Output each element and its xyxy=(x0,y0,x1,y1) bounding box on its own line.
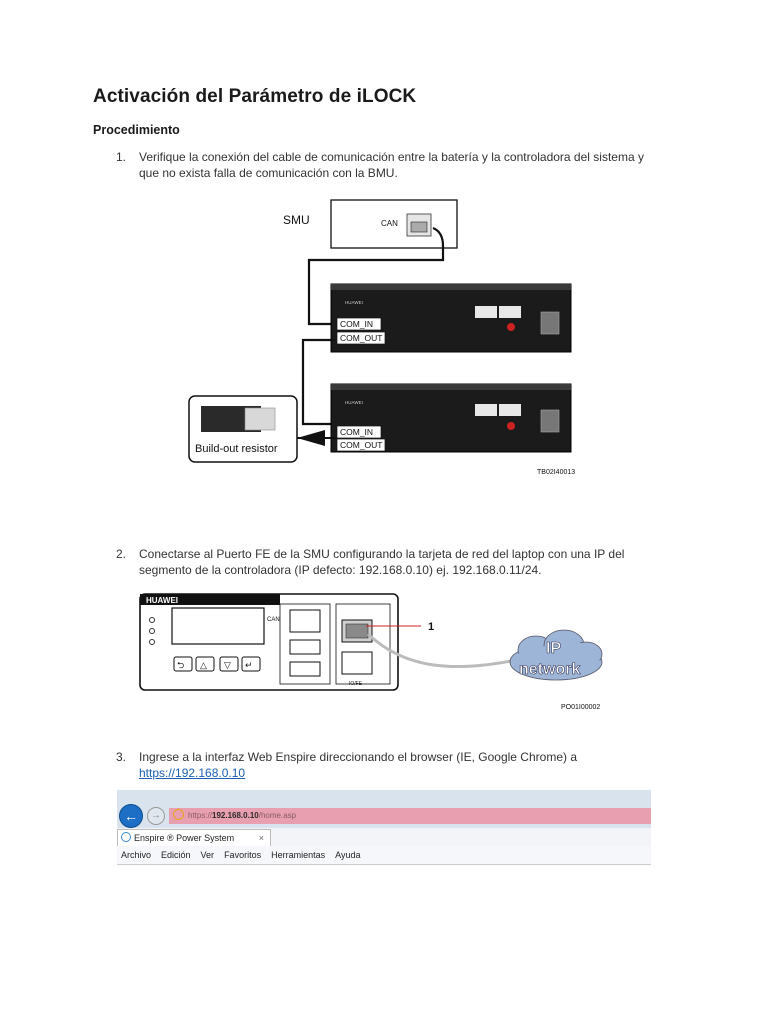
network-label-2: network xyxy=(519,661,580,678)
ip-network-cloud xyxy=(509,629,603,681)
lcd-display xyxy=(171,607,265,645)
up-key xyxy=(195,656,215,672)
svg-text:HUAWEI: HUAWEI xyxy=(345,400,363,405)
fe-port-label: IO/FE xyxy=(349,681,363,687)
battery-wiring-diagram: SMU CAN HUAWEI COM_IN COM_OUT HUAWEI COM… xyxy=(188,199,575,476)
can-port xyxy=(289,609,321,633)
smu-box xyxy=(330,199,458,249)
svg-text:△: △ xyxy=(200,660,207,670)
forward-arrow-icon: → xyxy=(151,810,161,821)
enspire-url-link[interactable]: https://192.168.0.10 xyxy=(139,765,246,780)
back-arrow-icon: ← xyxy=(124,808,138,824)
menu-herramientas[interactable]: Herramientas xyxy=(271,850,326,860)
battery-module-2 xyxy=(330,383,572,453)
page-title: Activación del Parámetro de iLOCK xyxy=(93,86,417,107)
usb-port-2 xyxy=(289,661,321,677)
svg-text:⮌: ⮌ xyxy=(177,660,184,670)
can-port-label: CAN xyxy=(267,617,280,623)
browser-tab[interactable]: Enspire ® Power System × xyxy=(117,829,271,846)
step-1: 1. Verifique la conexión del cable de co… xyxy=(116,150,656,181)
step-number: 2. xyxy=(116,547,127,561)
step-number: 1. xyxy=(116,150,127,164)
can-label: CAN xyxy=(381,219,398,228)
svg-text:COM_OUT: COM_OUT xyxy=(340,440,383,450)
svg-text:↵: ↵ xyxy=(245,660,253,670)
usb-port-1 xyxy=(289,639,321,655)
svg-text:COM_IN: COM_IN xyxy=(340,427,373,437)
tab-close-icon[interactable]: × xyxy=(258,833,264,843)
smu-brand: HUAWEI xyxy=(146,596,178,605)
figure-code: PO01I00002 xyxy=(561,704,600,711)
down-key xyxy=(219,656,239,672)
tab-favicon xyxy=(121,832,131,842)
menu-ayuda[interactable]: Ayuda xyxy=(335,850,361,860)
browser-screenshot: ← → https://192.168.0.10/home.asp Enspir… xyxy=(117,790,651,865)
step-2: 2. Conectarse al Puerto FE de la SMU con… xyxy=(116,547,656,578)
smu-label: SMU xyxy=(283,213,310,227)
step-text: Ingrese a la interfaz Web Enspire direcc… xyxy=(139,750,577,780)
back-key xyxy=(173,656,193,672)
smu-network-diagram: HUAWEI ⮌ △ ▽ ↵ CAN IO/FE 1 xyxy=(139,593,603,711)
callout-number: 1 xyxy=(428,621,434,633)
step-text: Verifique la conexión del cable de comun… xyxy=(139,150,644,180)
step-number: 3. xyxy=(116,750,127,764)
menu-edicion[interactable]: Edición xyxy=(161,850,191,860)
menu-ver[interactable]: Ver xyxy=(200,850,215,860)
forward-button[interactable]: → xyxy=(147,807,165,825)
network-label-1: IP xyxy=(546,640,561,657)
svg-text:HUAWEI: HUAWEI xyxy=(345,300,363,305)
resistor-label: Build-out resistor xyxy=(195,443,278,455)
step-3: 3. Ingrese a la interfaz Web Enspire dir… xyxy=(116,750,656,781)
menu-favoritos[interactable]: Favoritos xyxy=(224,850,262,860)
back-button[interactable]: ← xyxy=(119,804,143,828)
figure-code: TB02I40013 xyxy=(537,469,575,476)
enter-key xyxy=(241,656,261,672)
address-bar[interactable]: https://192.168.0.10/home.asp xyxy=(169,808,651,824)
com-in-label: COM_IN xyxy=(340,319,373,329)
menu-bar: Archivo Edición Ver Favoritos Herramientas Ay… xyxy=(117,846,651,864)
com-out-label: COM_OUT xyxy=(340,333,383,343)
svg-text:▽: ▽ xyxy=(224,660,231,670)
ie-icon xyxy=(173,809,184,820)
section-subtitle: Procedimiento xyxy=(93,123,180,137)
step-text: Conectarse al Puerto FE de la SMU config… xyxy=(139,547,625,577)
menu-archivo[interactable]: Archivo xyxy=(121,850,152,860)
